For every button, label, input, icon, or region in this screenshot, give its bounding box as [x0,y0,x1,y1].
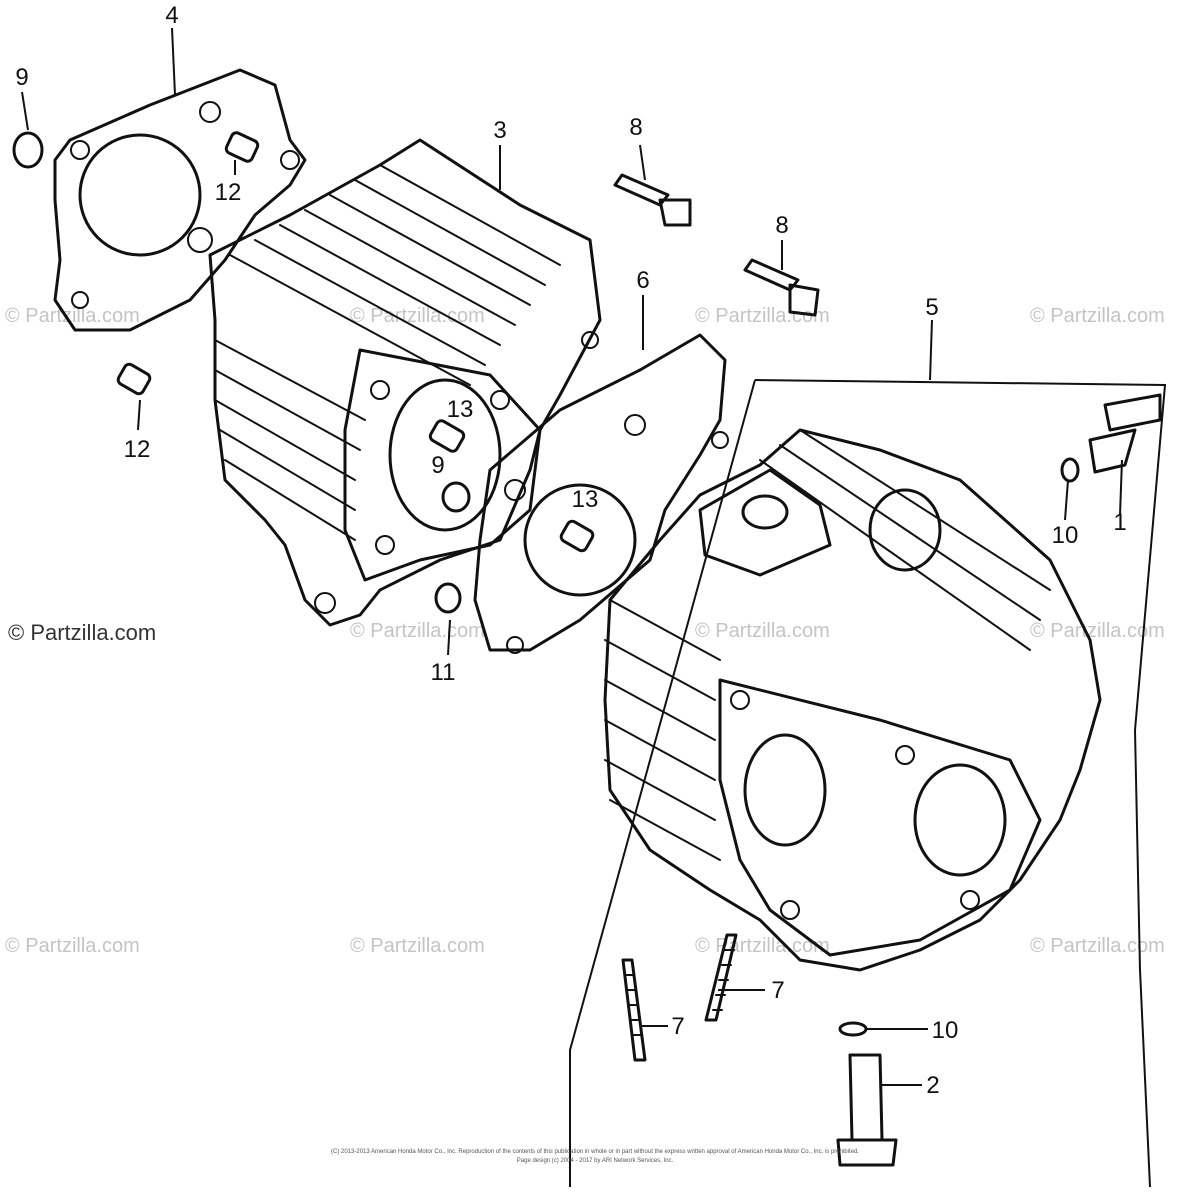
part-6-head-gasket [473,333,729,654]
part-4-cylinder-gasket [53,68,307,332]
watermark: © Partzilla.com [350,935,485,957]
callout-4: 4 [165,2,178,29]
watermark: © Partzilla.com [350,305,485,327]
watermark: © Partzilla.com [695,305,830,327]
copyright-footer: (C) 2013-2013 American Honda Motor Co., … [331,1149,859,1164]
watermark: © Partzilla.com [1030,305,1165,327]
part-9-o-rings [12,131,471,513]
leader-lines [21,27,1123,1086]
callout-8b: 8 [775,212,788,239]
callout-10a: 10 [1052,522,1079,549]
watermark: © Partzilla.com [1030,935,1165,957]
watermark: © Partzilla.com [695,935,830,957]
callout-labels: 1 2 3 4 5 6 7 7 8 8 9 9 10 10 11 12 12 1… [15,2,1126,1099]
part-5-cylinder-head [603,428,1102,972]
watermark-strong: © Partzilla.com [8,620,156,645]
watermark: © Partzilla.com [5,305,140,327]
part-5-group-bracket [569,379,1167,1188]
watermark: © Partzilla.com [5,935,140,957]
callout-5: 5 [925,294,938,321]
callout-13a: 13 [447,396,474,423]
part-1-bolt [1088,393,1162,474]
part-7-studs [621,933,738,1062]
part-2-bolt [836,1053,898,1167]
callout-6: 6 [636,267,649,294]
part-3-cylinder [208,138,602,627]
callout-11: 11 [431,659,456,686]
copyright-line-2: Page design (c) 2004 - 2017 by ARI Netwo… [517,1158,674,1164]
callout-1: 1 [1113,509,1126,536]
callout-8a: 8 [629,114,642,141]
callout-10b: 10 [932,1017,959,1044]
callout-2: 2 [926,1072,939,1099]
part-8-bolts [613,173,820,317]
callout-13b: 13 [572,486,599,513]
watermark: © Partzilla.com [695,620,830,642]
watermark: © Partzilla.com [350,620,485,642]
part-12-dowel-pins [116,131,260,396]
callout-3: 3 [493,117,506,144]
callout-7a: 7 [771,977,784,1004]
watermark-layer: © Partzilla.com © Partzilla.com © Partzi… [5,305,1165,957]
callout-12a: 12 [215,179,242,206]
callout-9b: 9 [431,452,444,479]
callout-9a: 9 [15,64,28,91]
callout-7b: 7 [671,1013,684,1040]
callout-12b: 12 [124,436,151,463]
part-11-o-ring [434,582,462,614]
watermark: © Partzilla.com [1030,620,1165,642]
copyright-line: (C) 2013-2013 American Honda Motor Co., … [331,1149,859,1155]
